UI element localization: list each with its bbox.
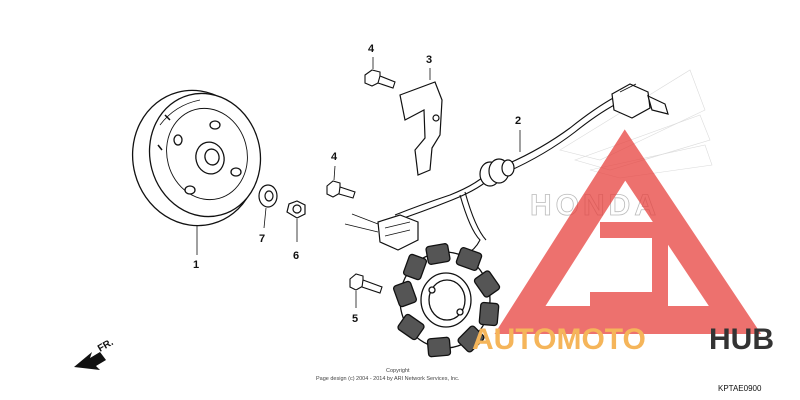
flange-nut bbox=[286, 200, 306, 219]
stator bbox=[392, 243, 501, 358]
watermark-text-secondary: HUB bbox=[709, 323, 774, 356]
harness-connector bbox=[611, 83, 669, 119]
leader-4b bbox=[333, 165, 336, 181]
callout-3: 3 bbox=[426, 54, 432, 66]
callout-6: 6 bbox=[293, 250, 299, 262]
stator-bolt bbox=[349, 273, 383, 294]
callout-2: 2 bbox=[515, 115, 521, 127]
callout-5: 5 bbox=[352, 313, 358, 325]
pulse-sensor bbox=[377, 214, 419, 251]
bolt-upper bbox=[364, 69, 396, 89]
sensor-guide-lower bbox=[344, 223, 379, 233]
leader-7 bbox=[263, 207, 267, 229]
copyright-title: Copyright bbox=[386, 368, 410, 374]
harness-grommet bbox=[479, 158, 515, 187]
diagram-code: KPTAE0900 bbox=[718, 384, 762, 393]
washer bbox=[258, 184, 278, 208]
watermark-logo bbox=[494, 129, 762, 334]
callout-7: 7 bbox=[259, 233, 265, 245]
callout-4a: 4 bbox=[368, 43, 375, 55]
watermark-text-primary: AUTOMOTO bbox=[472, 323, 646, 356]
flywheel-rotor bbox=[131, 89, 262, 227]
bolt-middle bbox=[326, 180, 356, 199]
sensor-guide-upper bbox=[351, 213, 379, 225]
callout-4b: 4 bbox=[331, 151, 338, 163]
direction-label: FR. bbox=[96, 337, 116, 355]
copyright-text: Page design (c) 2004 - 2014 by ARI Netwo… bbox=[316, 376, 460, 382]
front-direction-arrow: FR. bbox=[74, 337, 116, 370]
callout-1: 1 bbox=[193, 259, 199, 271]
wire-clamp bbox=[399, 81, 443, 176]
